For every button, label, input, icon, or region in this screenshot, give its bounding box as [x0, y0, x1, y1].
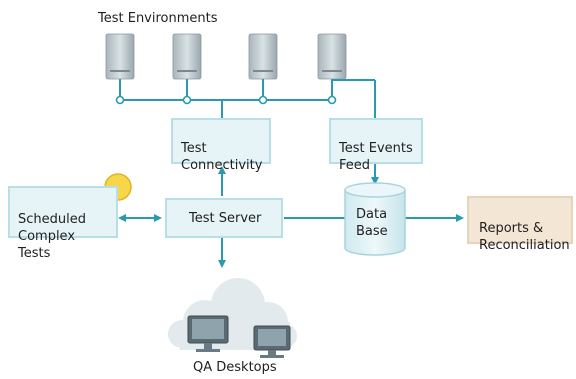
server-icon: [172, 33, 202, 80]
qa-desktops-label: QA Desktops: [193, 360, 277, 375]
qa-desktops-icon: [168, 278, 297, 358]
diagram-title: Test Environments: [98, 11, 218, 26]
server-icon: [317, 33, 347, 80]
test-events-feed-box: Test Events Feed: [329, 118, 423, 173]
reports-label: Reports & Reconciliation: [479, 221, 570, 253]
test-connectivity-label: Test Connectivity: [181, 141, 263, 173]
bus-junctions: [115, 95, 337, 105]
scheduled-complex-tests-label: Scheduled Complex Tests: [18, 212, 86, 261]
test-server-box: Test Server: [165, 198, 283, 238]
server-bus: [119, 79, 376, 118]
reports-box: Reports & Reconciliation: [467, 196, 573, 253]
test-events-feed-label: Test Events Feed: [339, 141, 413, 173]
server-icon: [248, 33, 278, 80]
database-label: Data Base: [356, 207, 388, 239]
test-server-label: Test Server: [189, 211, 262, 226]
database-cylinder: [344, 182, 406, 256]
test-connectivity-box: Test Connectivity: [171, 118, 271, 173]
server-icon: [105, 33, 135, 80]
scheduled-complex-tests-box: Scheduled Complex Tests: [8, 186, 118, 261]
